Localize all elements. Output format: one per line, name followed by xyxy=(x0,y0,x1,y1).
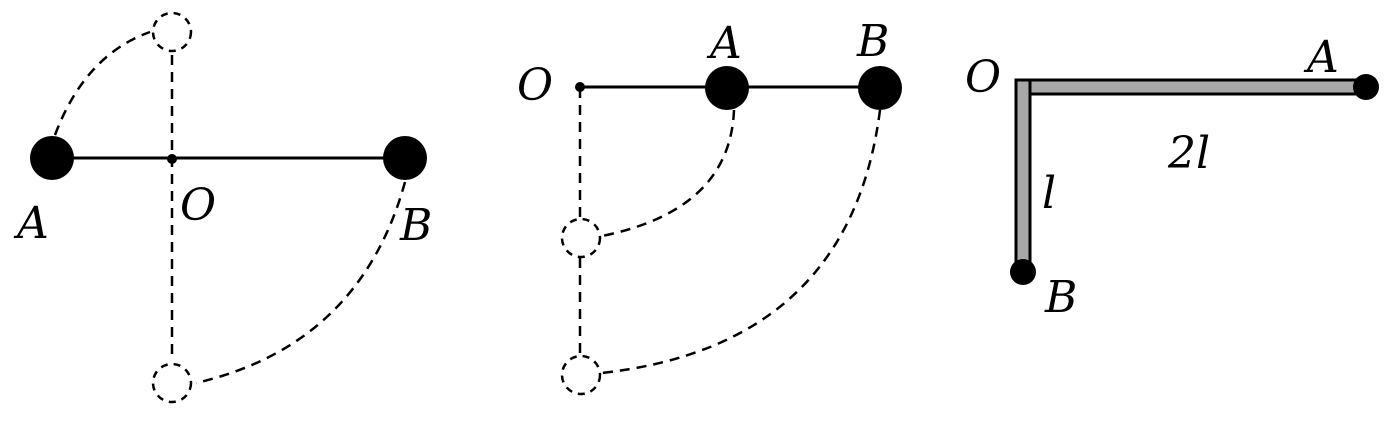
fig1-ball-a xyxy=(30,136,74,180)
figure-1-rotating-rod: A O B xyxy=(13,11,432,404)
fig1-arc-b xyxy=(195,181,407,385)
fig1-ghost-top xyxy=(151,11,193,53)
fig1-arc-a xyxy=(53,30,151,136)
fig2-pivot xyxy=(575,82,585,92)
fig3-label-b: B xyxy=(1044,272,1077,323)
fig2-ball-a xyxy=(705,66,749,110)
fig3-ball-b xyxy=(1010,259,1036,285)
figure-2-pivot-at-end: O A B xyxy=(517,16,902,396)
fig2-ghost-b xyxy=(560,354,602,396)
fig3-short-arm xyxy=(1014,78,1032,272)
fig3-label-long-arm: 2l xyxy=(1167,128,1210,179)
fig2-arc-a xyxy=(601,109,736,238)
fig1-ball-b xyxy=(383,136,427,180)
fig3-label-a: A xyxy=(1303,32,1339,83)
fig2-ball-b xyxy=(858,66,902,110)
fig1-label-a: A xyxy=(13,198,49,249)
fig3-label-o: O xyxy=(965,52,1001,103)
fig1-label-o: O xyxy=(180,180,216,231)
fig1-ghost-bottom xyxy=(151,362,193,404)
figure-3-l-shaped-rod: O A B 2l l xyxy=(965,32,1379,323)
fig2-ghost-a xyxy=(560,217,602,259)
fig1-label-b: B xyxy=(399,200,432,251)
fig1-pivot xyxy=(167,154,177,164)
fig2-label-o: O xyxy=(517,60,553,111)
fig2-label-b: B xyxy=(856,16,889,67)
fig3-ball-a xyxy=(1353,74,1379,100)
fig3-label-short-arm: l xyxy=(1042,168,1056,219)
fig2-arc-b xyxy=(601,109,882,375)
fig2-label-a: A xyxy=(706,18,742,69)
